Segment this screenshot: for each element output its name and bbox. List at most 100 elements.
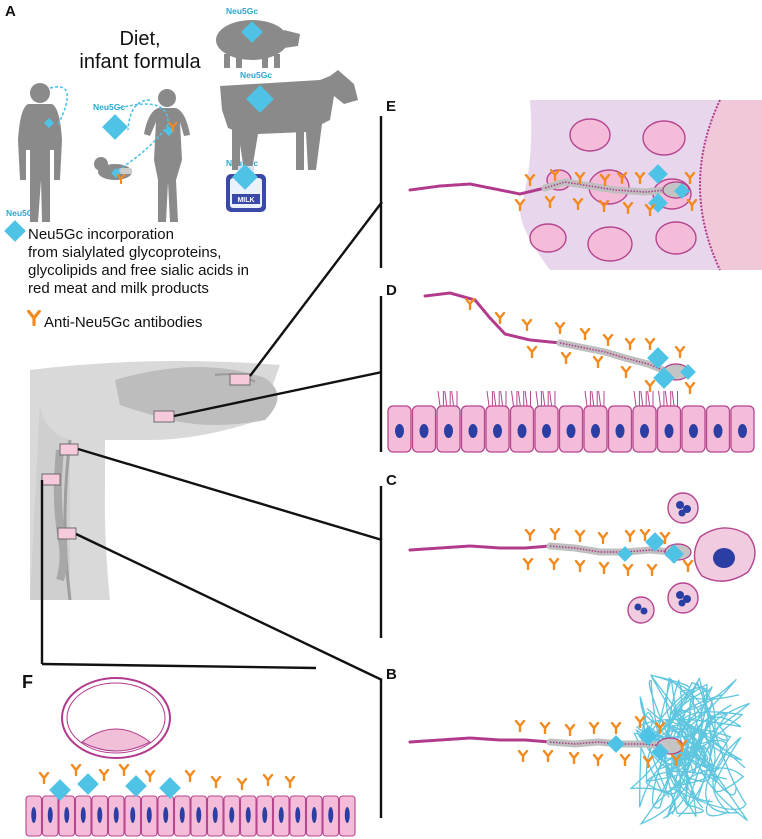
reproductive-tract-diagram xyxy=(30,361,280,601)
woman-silhouette xyxy=(144,89,190,222)
anti-neu5gc-antibody xyxy=(574,530,586,542)
location-box-e xyxy=(229,373,251,386)
humans-neu5gc-diamond xyxy=(102,114,128,140)
location-box-f xyxy=(41,473,61,486)
neutrophil xyxy=(667,492,699,524)
neu5gc-diamond xyxy=(125,775,147,797)
sperm-layer xyxy=(408,164,698,768)
cumulus-cell xyxy=(529,223,567,253)
anti-neu5gc-antibody xyxy=(549,528,561,540)
legend-antibodies-text: Anti-Neu5Gc antibodies xyxy=(44,314,203,331)
sperm-cell xyxy=(423,291,696,394)
anti-neu5gc-antibody xyxy=(560,352,572,364)
panel-e-oocyte xyxy=(520,99,762,271)
anti-neu5gc-antibody xyxy=(592,356,604,368)
cumulus-cell xyxy=(569,118,611,152)
anti-neu5gc-antibody xyxy=(620,366,632,378)
diet-title-line-1: Diet, xyxy=(119,28,161,50)
anti-neu5gc-antibody xyxy=(619,754,631,766)
cow-silhouette xyxy=(220,70,358,170)
legend-line-3: glycolipids and free sialic acids in xyxy=(28,262,249,279)
anti-neu5gc-antibody xyxy=(644,338,656,350)
diet-title: Diet, infant formula xyxy=(70,28,210,74)
neutrophil xyxy=(667,582,699,614)
anti-neu5gc-antibody xyxy=(236,778,248,790)
sperm-cell xyxy=(408,164,698,216)
anti-neu5gc-antibody xyxy=(588,722,600,734)
anti-neu5gc-antibody xyxy=(564,724,576,736)
legend-neu5gc-tag: Neu5Gc xyxy=(6,208,39,218)
cow-neu5gc-tag: Neu5Gc xyxy=(240,70,273,80)
panel-f-endometrium xyxy=(25,764,356,837)
anti-neu5gc-antibody xyxy=(517,750,529,762)
legend-line-4: red meat and milk products xyxy=(28,280,209,297)
neu5gc-diamond xyxy=(607,735,625,753)
anti-neu5gc-antibody xyxy=(579,328,591,340)
anti-neu5gc-antibody xyxy=(598,562,610,574)
panel-label-e: E xyxy=(386,98,397,115)
anti-neu5gc-antibody xyxy=(624,338,636,350)
panel-label-c: C xyxy=(386,472,397,489)
mucus-fiber xyxy=(677,681,712,818)
anti-neu5gc-antibody xyxy=(284,776,296,788)
mucus-fiber xyxy=(663,708,730,807)
legend-incorporation-text: Neu5Gc incorporation from sialylated gly… xyxy=(28,226,249,298)
location-box-d xyxy=(153,410,175,423)
anti-neu5gc-antibody xyxy=(574,560,586,572)
anti-neu5gc-antibody xyxy=(622,564,634,576)
location-box-b xyxy=(57,527,77,540)
anti-neu5gc-antibody xyxy=(210,776,222,788)
diet-title-line-2: infant formula xyxy=(79,51,201,73)
legend-antibody-icon xyxy=(27,310,41,326)
legend-neu5gc-diamond xyxy=(4,220,26,242)
cumulus-cell xyxy=(655,221,697,255)
anti-neu5gc-antibody xyxy=(592,754,604,766)
location-box-c xyxy=(59,443,79,456)
anti-neu5gc-antibody xyxy=(494,312,506,324)
anti-neu5gc-antibody xyxy=(568,752,580,764)
neu5gc-diamond xyxy=(77,773,99,795)
anti-neu5gc-antibody xyxy=(524,529,536,541)
diet-arrows xyxy=(49,86,169,171)
anti-neu5gc-antibody xyxy=(70,764,82,776)
panel-label-d: D xyxy=(386,282,397,299)
anti-neu5gc-antibody xyxy=(610,722,622,734)
cumulus-cell xyxy=(642,120,686,156)
anti-neu5gc-antibody xyxy=(514,720,526,732)
anti-neu5gc-antibody xyxy=(542,750,554,762)
panel-c-immune-cells xyxy=(627,492,756,624)
humans-neu5gc-tag: Neu5Gc xyxy=(93,102,126,112)
anti-neu5gc-antibody xyxy=(624,530,636,542)
panel-f-blastocyst xyxy=(61,677,171,759)
man-silhouette xyxy=(18,83,62,222)
mucus-fiber xyxy=(656,678,743,765)
panel-label-f: F xyxy=(22,672,33,692)
mucus-fiber xyxy=(642,683,717,818)
legend-line-2: from sialylated glycoproteins, xyxy=(28,244,222,261)
panel-b-cervical-mucus xyxy=(629,674,750,826)
panel-label-a: A xyxy=(5,3,16,20)
anti-neu5gc-antibody xyxy=(674,346,686,358)
milk-neu5gc-tag: Neu5Gc xyxy=(226,158,259,168)
mucus-fiber xyxy=(638,712,720,808)
legend-line-1: Neu5Gc incorporation xyxy=(28,226,174,243)
anti-neu5gc-antibody xyxy=(539,722,551,734)
anti-neu5gc-antibody xyxy=(118,764,130,776)
anti-neu5gc-antibody xyxy=(682,560,694,572)
anti-neu5gc-antibody xyxy=(521,319,533,331)
anti-neu5gc-antibody xyxy=(522,558,534,570)
anti-neu5gc-antibody xyxy=(639,529,651,541)
anti-neu5gc-antibody xyxy=(144,770,156,782)
anti-neu5gc-antibody xyxy=(554,322,566,334)
anti-neu5gc-antibody xyxy=(184,770,196,782)
connector-lines xyxy=(40,116,383,818)
sperm-cell xyxy=(408,716,688,768)
cumulus-cell xyxy=(587,226,633,262)
anti-neu5gc-antibody xyxy=(262,774,274,786)
panel-d-epithelium xyxy=(387,390,755,453)
anti-neu5gc-antibody xyxy=(98,769,110,781)
anti-neu5gc-antibody xyxy=(526,346,538,358)
anti-neu5gc-antibody xyxy=(597,532,609,544)
